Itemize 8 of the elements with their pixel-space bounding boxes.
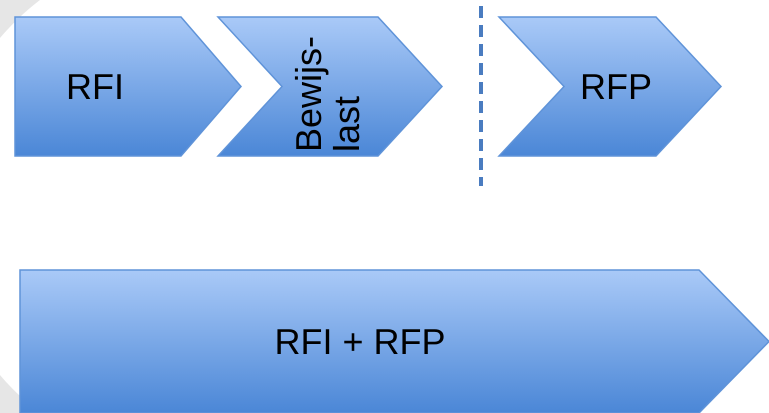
chevron-shape <box>218 17 442 156</box>
node-label: Bewijs- last <box>290 34 366 152</box>
node-label: RFI <box>66 68 124 106</box>
node-label: RFP <box>580 68 652 106</box>
chevron-shape <box>499 17 721 156</box>
node-label: RFI + RFP <box>274 322 446 360</box>
arrow-shape <box>15 17 241 156</box>
arrow-shape <box>20 270 769 413</box>
